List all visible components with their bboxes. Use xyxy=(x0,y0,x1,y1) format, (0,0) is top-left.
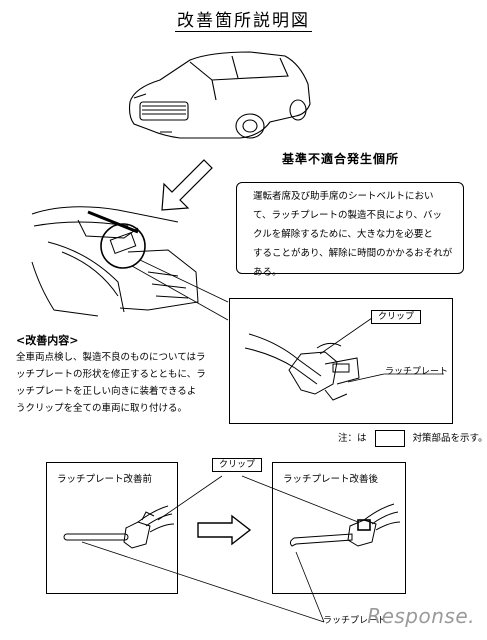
after-panel: ラッチプレート改善後 xyxy=(272,462,406,594)
page-title-text: 改善箇所説明図 xyxy=(175,11,312,32)
defect-line: て、ラッチプレートの製造不良により、バッ xyxy=(253,210,442,221)
before-after-arrow xyxy=(197,514,252,546)
clip-callout: クリップ xyxy=(371,309,422,324)
watermark-logo: Response. xyxy=(367,604,475,628)
latch-plate-callout-label: ラッチプレート xyxy=(385,367,449,377)
latch-plate-leader-line xyxy=(347,373,444,383)
latch-plate-callout: ラッチプレート xyxy=(385,364,448,377)
seatbelt-illustration xyxy=(31,206,229,321)
latch-plate-callout-bottom: ラッチプレート xyxy=(323,613,386,626)
after-panel-title: ラッチプレート改善後 xyxy=(283,474,379,485)
latch-plate-callout-bottom-label: ラッチプレート xyxy=(323,616,387,626)
note-suffix: 対策部品を示す。 xyxy=(412,433,487,444)
clip-callout-bottom: クリップ xyxy=(212,457,263,472)
countermeasure-legend-box xyxy=(374,430,405,447)
clip-callout-bottom-label: クリップ xyxy=(212,458,263,472)
defect-line: ある。 xyxy=(253,267,282,278)
before-latch-illustration xyxy=(63,505,175,549)
defect-description-box: 運転者席及び助手席のシートベルトにおい て、ラッチプレートの製造不良により、バッ… xyxy=(236,182,464,278)
improvement-line: 全車両点検し、製造不良のものについてはラ xyxy=(16,352,206,363)
improvement-description: 全車両点検し、製造不良のものについてはラ ッチプレートの形状を修正するとともに、… xyxy=(16,349,216,417)
before-panel-title: ラッチプレート改善前 xyxy=(57,474,153,485)
clip-bottom-leader-lines xyxy=(157,475,359,523)
improvement-heading: <改善内容> xyxy=(16,334,79,347)
note-prefix: 注：は xyxy=(338,433,367,444)
page-title: 改善箇所説明図 xyxy=(0,6,487,32)
improvement-line: うクリップを全ての車両に取り付ける。 xyxy=(16,403,188,414)
clip-detail-illustration xyxy=(244,333,360,401)
detail-frame xyxy=(229,298,453,424)
improvement-line: ッチプレートの形状を修正するとともに、ラ xyxy=(16,369,206,380)
improvement-line: ッチプレートを正しい向きに装着できるよ xyxy=(16,386,197,397)
before-panel: ラッチプレート改善前 xyxy=(46,462,178,594)
clip-callout-label: クリップ xyxy=(371,310,422,324)
latch-plate-bottom-leader-lines xyxy=(81,541,325,623)
after-latch-illustration xyxy=(289,503,401,547)
defect-site-label: 基準不適合発生個所 xyxy=(282,152,400,166)
countermeasure-note: 注：は 対策部品を示す。 xyxy=(338,430,487,447)
car-illustration xyxy=(128,51,311,139)
pointer-arrow xyxy=(161,159,213,211)
clip-leader-line xyxy=(319,317,373,355)
defect-line: 運転者席及び助手席のシートベルトにおい xyxy=(253,191,434,202)
defect-line: することがあり、解除に時間のかかるおそれが xyxy=(253,248,453,259)
defect-line: クルを解除するために、大きな力を必要と xyxy=(253,229,433,240)
